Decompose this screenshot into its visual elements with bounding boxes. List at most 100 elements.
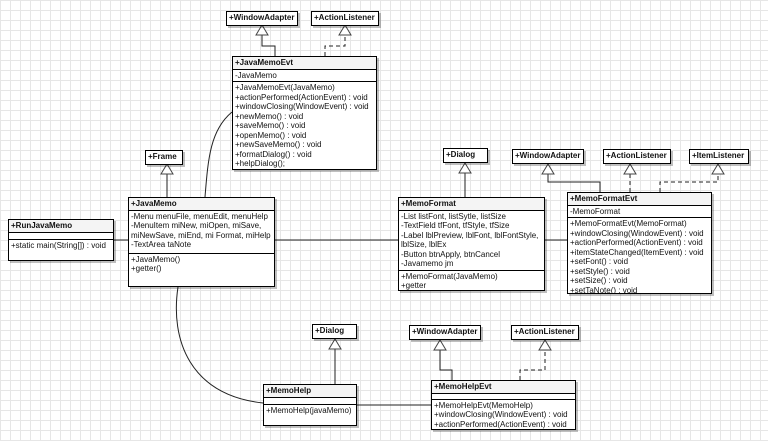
method: +JavaMemo(): [131, 254, 181, 264]
method: +newMemo() : void: [235, 111, 304, 121]
method: +getter(): [131, 264, 162, 273]
dialog-class-2[interactable]: +Dialog: [312, 324, 357, 339]
assoc-javamemo-javamemoevt: [204, 111, 233, 198]
methods-section: +JavaMemoEvt(JavaMemo) +actionPerformed(…: [233, 82, 376, 169]
class-name: +MemoHelpEvt: [432, 381, 575, 394]
attribute: -TextArea taNote: [131, 240, 192, 249]
arrowhead-windowadapter-1: [255, 24, 269, 36]
method: +JavaMemoEvt(JavaMemo): [235, 83, 335, 92]
windowadapter-class-1[interactable]: +WindowAdapter: [226, 11, 298, 26]
method: +MemoHelpEvt(MemoHelp): [434, 400, 533, 410]
class-name: +WindowAdapter: [410, 326, 480, 338]
inherit-javamemoevt-windowadapter: [261, 26, 276, 56]
class-name: +MemoFormat: [399, 198, 544, 211]
assoc-javamemo-memohelp: [175, 286, 264, 404]
attribute: lblSize, lblEx: [401, 240, 447, 249]
attribute: -Menu menuFile, menuEdit, menuHelp: [131, 211, 268, 221]
arrowhead-windowadapter-2: [541, 163, 555, 175]
memoformatevt-class[interactable]: +MemoFormatEvt -MemoFormat +MemoFormatEv…: [567, 192, 712, 294]
attribute: miNewSave, miEnd, mi Format, miHelp: [131, 230, 271, 240]
method: +setFont() : void: [570, 257, 629, 266]
attributes-section: -List listFont, listSytle, listSize -Tex…: [399, 211, 544, 271]
methods-section: +MemoHelp(javaMemo): [264, 405, 356, 417]
method: +formatDialog() : void: [235, 149, 312, 159]
class-name: +ActionListener: [604, 150, 670, 162]
realize-memohelpevt-actionlistener: [519, 340, 546, 380]
javamemoevt-class[interactable]: +JavaMemoEvt -JavaMemo +JavaMemoEvt(Java…: [232, 56, 377, 170]
method: +setSize() : void: [570, 276, 628, 285]
method: +MemoFormatEvt(MemoFormat): [570, 219, 687, 228]
attribute: -List listFont, listSytle, listSize: [401, 211, 506, 221]
arrowhead-actionlistener-2: [623, 163, 637, 175]
attributes-section: -JavaMemo: [233, 70, 376, 82]
class-name: +RunJavaMemo: [9, 220, 113, 233]
attribute: -Button btnApply, btnCancel: [401, 249, 501, 259]
method: +static main(String[]) : void: [11, 240, 106, 250]
class-name: +WindowAdapter: [227, 12, 297, 24]
method: +getter: [401, 281, 427, 290]
actionlistener-class-1[interactable]: +ActionListener: [311, 11, 379, 26]
attribute: -Javamemo jm: [401, 259, 454, 268]
method: +actionPerformed(ActionEvent) : void: [235, 92, 368, 102]
class-name: +ActionListener: [512, 326, 578, 338]
class-name: +MemoHelp: [264, 385, 356, 398]
class-name: +MemoFormatEvt: [568, 193, 711, 206]
methods-section: +JavaMemo() +getter(): [129, 254, 274, 275]
method: +windowClosing(WindowEvent) : void: [570, 228, 704, 238]
class-name: +Dialog: [444, 149, 487, 161]
attribute: -MenuItem miNew, miOpen, miSave,: [131, 221, 262, 230]
actionlistener-class-2[interactable]: +ActionListener: [603, 149, 671, 164]
javamemo-class[interactable]: +JavaMemo -Menu menuFile, menuEdit, menu…: [128, 197, 275, 287]
methods-section: +MemoHelpEvt(MemoHelp) +windowClosing(Wi…: [432, 400, 575, 430]
frame-class[interactable]: +Frame: [145, 150, 183, 165]
method: +windowClosing(WindowEvent) : void: [434, 410, 568, 419]
attributes-section: -MemoFormat: [568, 206, 711, 218]
methods-section: +static main(String[]) : void: [9, 240, 113, 252]
attributes-section: [432, 394, 575, 400]
method: +windowClosing(WindowEvent) : void: [235, 102, 369, 111]
method: +MemoHelp(javaMemo): [266, 405, 352, 415]
method: +newSaveMemo() : void: [235, 140, 322, 149]
method: +actionPerformed(ActionEvent) : void: [570, 238, 703, 247]
attribute: -MemoFormat: [570, 206, 621, 216]
runjavamemo-class[interactable]: +RunJavaMemo +static main(String[]) : vo…: [8, 219, 114, 261]
actionlistener-class-3[interactable]: +ActionListener: [511, 325, 579, 340]
method: +saveMemo() : void: [235, 121, 306, 130]
arrowhead-itemlistener: [711, 163, 725, 175]
dialog-class-1[interactable]: +Dialog: [443, 148, 488, 163]
memohelp-class[interactable]: +MemoHelp +MemoHelp(javaMemo): [263, 384, 357, 426]
arrowhead-frame: [160, 163, 174, 175]
inherit-memohelpevt-windowadapter: [439, 340, 453, 380]
arrowhead-actionlistener-1: [338, 24, 352, 36]
class-name: +WindowAdapter: [513, 150, 583, 162]
inherit-memoformatevt-windowadapter: [547, 164, 601, 192]
realize-memoformatevt-itemlistener: [659, 164, 719, 192]
methods-section: +MemoFormat(JavaMemo) +getter: [399, 271, 544, 291]
windowadapter-class-3[interactable]: +WindowAdapter: [409, 325, 481, 340]
method: +itemStateChanged(ItemEvent) : void: [570, 247, 704, 257]
class-name: +Dialog: [313, 325, 356, 337]
windowadapter-class-2[interactable]: +WindowAdapter: [512, 149, 584, 164]
attributes-section: [9, 233, 113, 240]
arrowhead-dialog-2: [328, 338, 342, 350]
class-name: +ActionListener: [312, 12, 378, 24]
method: +setTaNote() : void: [570, 285, 638, 294]
class-name: +Frame: [146, 151, 182, 163]
arrowhead-windowadapter-3: [433, 339, 447, 351]
method: +actionPerformed(ActionEvent) : void: [434, 419, 567, 429]
method: +helpDialog();: [235, 159, 286, 168]
itemlistener-class[interactable]: +ItemListener: [689, 149, 749, 164]
memoformat-class[interactable]: +MemoFormat -List listFont, listSytle, l…: [398, 197, 545, 291]
methods-section: +MemoFormatEvt(MemoFormat) +windowClosin…: [568, 218, 711, 294]
class-name: +ItemListener: [690, 150, 748, 162]
method: +setStyle() : void: [570, 266, 630, 276]
attribute: -JavaMemo: [235, 70, 277, 80]
arrowhead-actionlistener-3: [538, 339, 552, 351]
method: +MemoFormat(JavaMemo): [401, 271, 498, 281]
attributes-section: [264, 398, 356, 405]
class-name: +JavaMemoEvt: [233, 57, 376, 70]
method: +openMemo() : void: [235, 130, 307, 140]
arrowhead-dialog-1: [458, 162, 472, 174]
memohelpevt-class[interactable]: +MemoHelpEvt +MemoHelpEvt(MemoHelp) +win…: [431, 380, 576, 430]
